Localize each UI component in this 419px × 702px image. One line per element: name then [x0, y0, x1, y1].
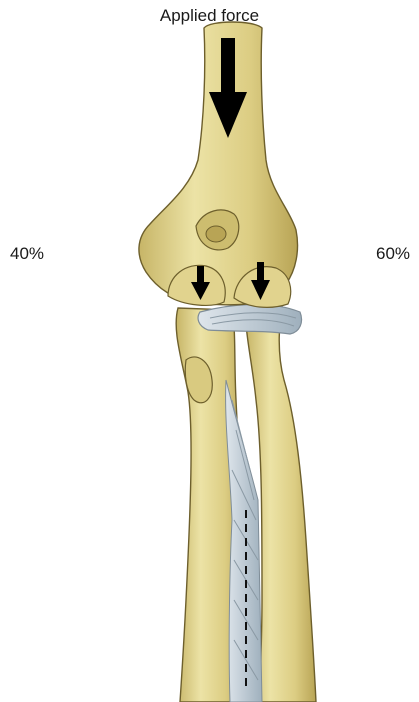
humerus-bone	[139, 22, 298, 305]
fossa-center	[206, 226, 226, 242]
interosseous-membrane	[226, 380, 262, 702]
